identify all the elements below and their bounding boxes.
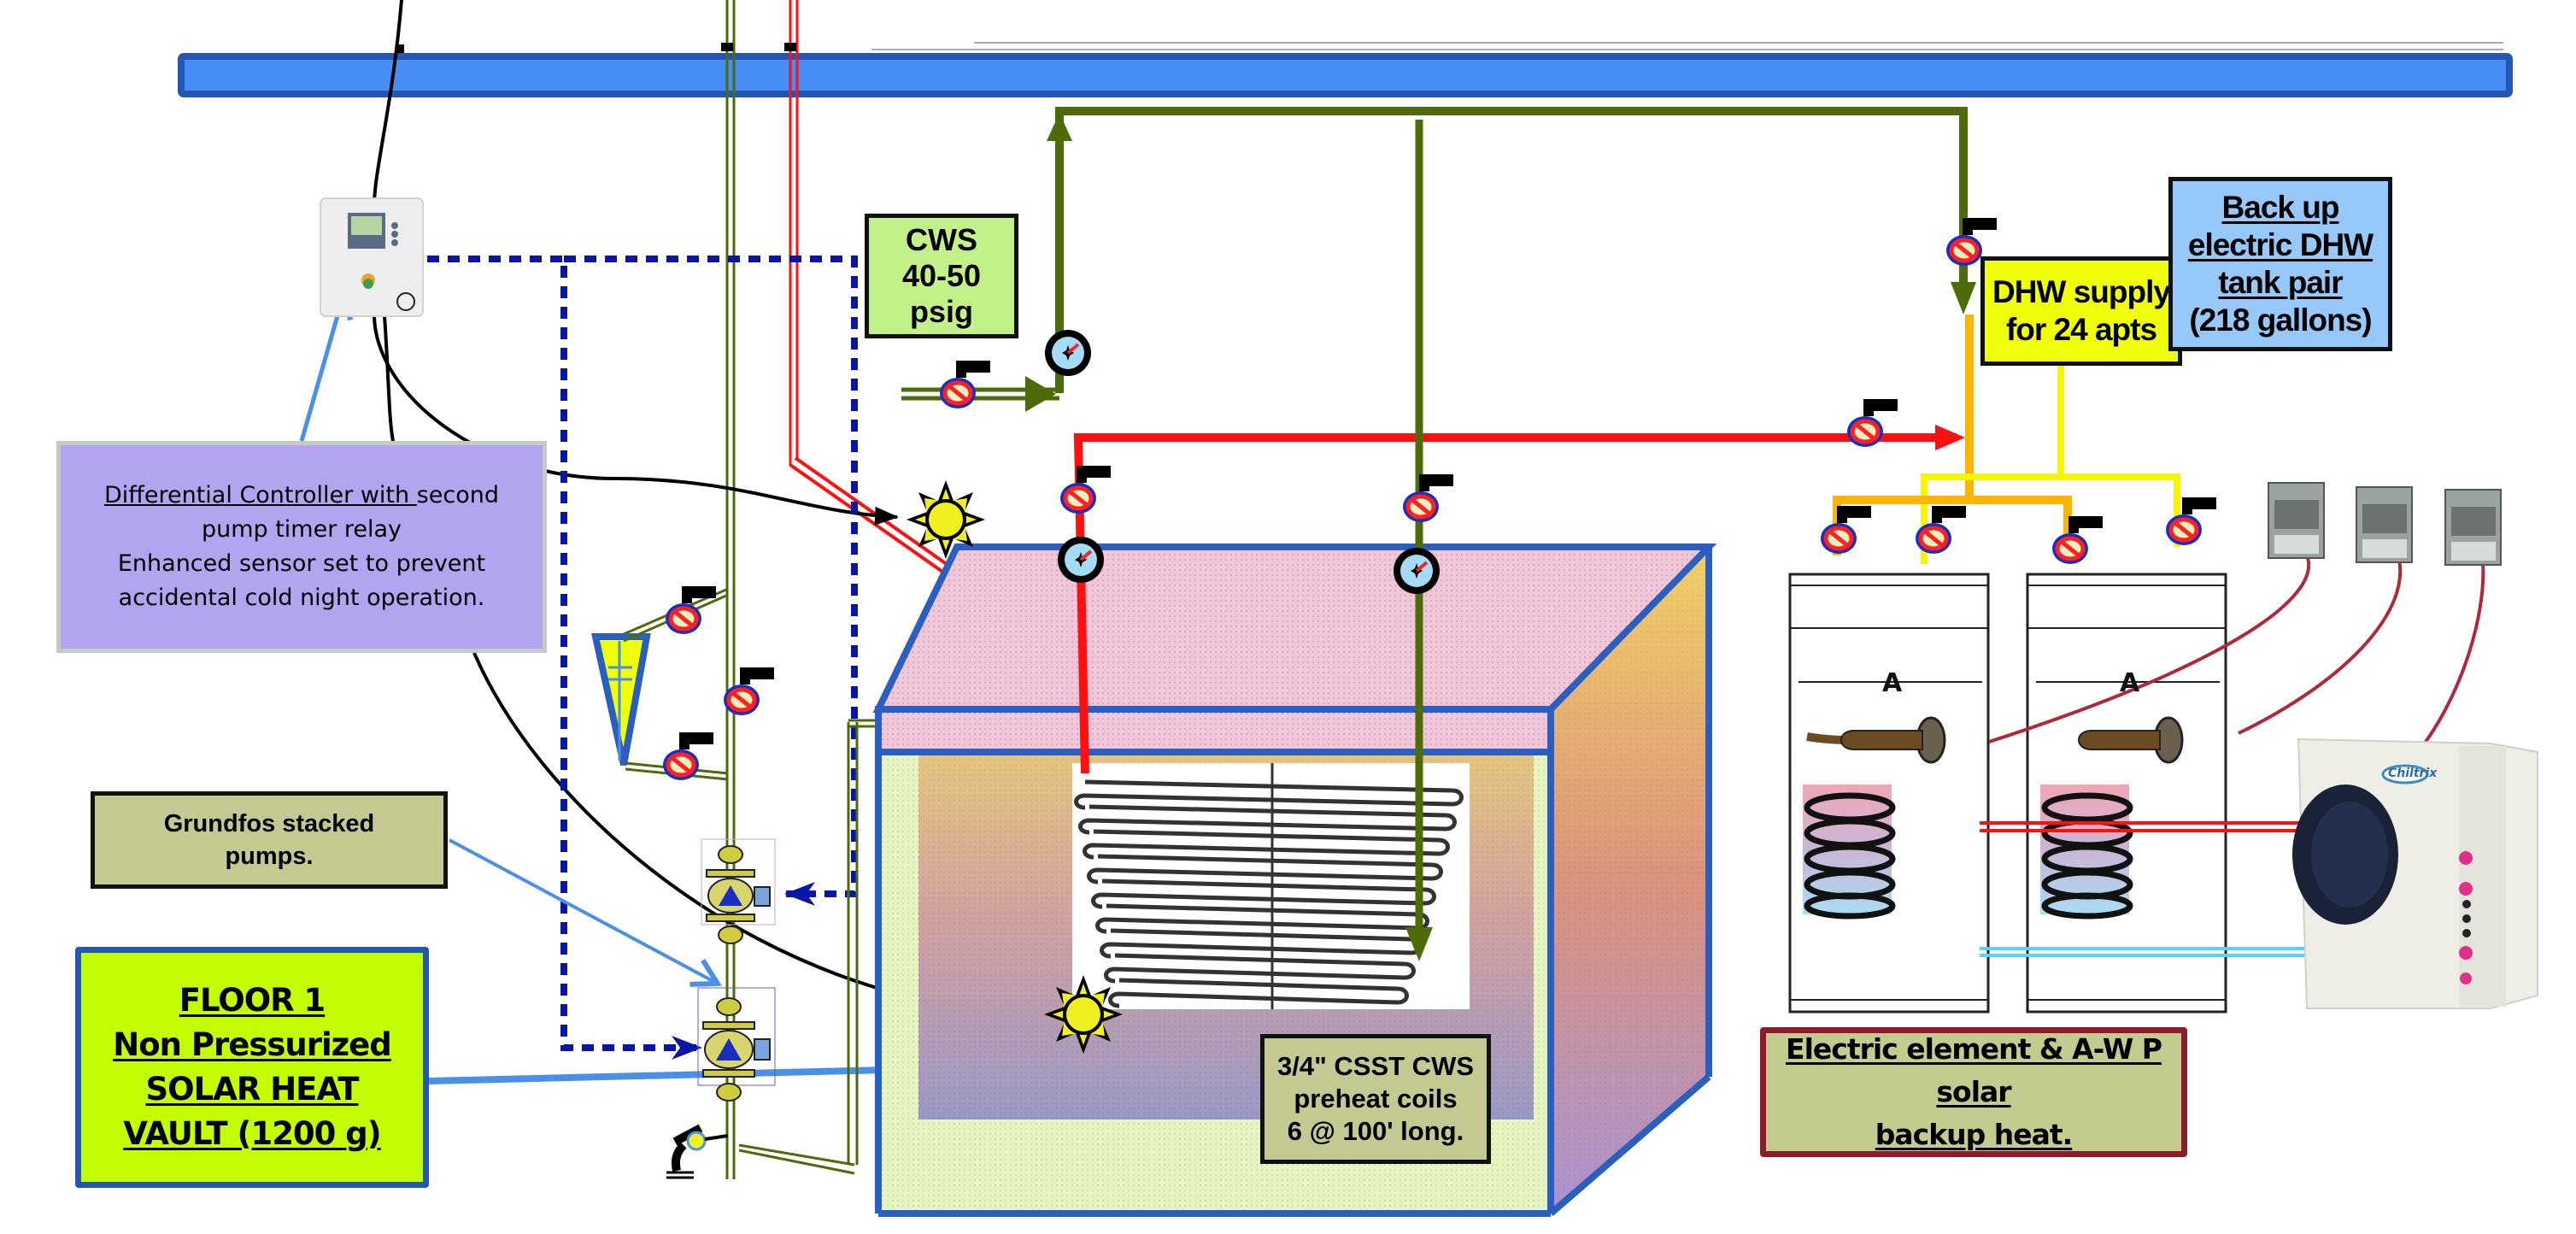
drain-valve-icon [666,1124,729,1179]
coil-loop [1104,953,1416,984]
backup-tank-label: Back up electric DHW tank pair (218 gall… [2168,177,2392,351]
disconnect-switch [2444,489,2502,566]
floor-line: Non Pressurized [113,1026,391,1063]
grundfos-line: Grundfos stacked [163,810,375,837]
heat-pump-brand-label: Chiltrix [2388,767,2438,780]
heat-pump-lines [1980,821,2351,957]
pressure-gauge-icon [1043,328,1093,378]
coil-loop [1078,804,1457,835]
ceiling-slab-bar [178,42,2513,97]
valve-icon[interactable] [1060,466,1111,514]
controller-title-rest: second [416,482,499,508]
tank-dimension-label: A [1882,668,1903,698]
backup-line: electric DHW [2187,227,2374,262]
air-to-water-heat-pump [2292,737,2538,1009]
coil-loop [1074,779,1464,810]
controller-line-2: pump timer relay [201,516,402,543]
valve-icon[interactable] [663,732,713,780]
controller-description-label: Differential Controller with second pump… [56,441,547,653]
coil-loop [1091,878,1436,909]
coil-loop [1083,829,1450,860]
coil-loop [1108,978,1409,1008]
controller-title: Differential Controller with [103,482,417,508]
cws-pressure-label: CWS 40-50 psig [865,214,1018,338]
riser-pipes [721,0,799,1179]
backup-dhw-tank-left [1788,573,1990,1014]
pressure-gauge-icon [1392,546,1441,596]
valve-icon[interactable] [2052,516,2103,564]
backup-heat-label: Electric element & A-W P solar backup he… [1760,1027,2187,1157]
floor-line: FLOOR 1 [179,982,326,1019]
backup-line: Back up [2221,190,2340,225]
floor-line: VAULT (1200 g) [123,1115,381,1152]
controller-line-1: Differential Controller with second [104,479,499,513]
csst-line: 3/4" CSST CWS [1276,1051,1475,1081]
valve-icon[interactable] [2166,497,2216,545]
grundfos-pumps-label: Grundfos stacked pumps. [91,791,448,889]
cws-line: CWS [906,222,977,257]
disconnect-switch [2268,482,2325,559]
valve-icon[interactable] [1403,474,1453,522]
vault-feed-pipes [901,107,1976,961]
backup-heat-line: backup heat. [1875,1118,2073,1151]
backup-heat-line: Electric element & A-W P solar [1786,1032,2162,1108]
floor-vault-label: FLOOR 1 Non Pressurized SOLAR HEAT VAULT… [75,947,429,1188]
valve-icon[interactable] [724,667,774,715]
backup-dhw-tank-right [2026,573,2227,1014]
backup-line: tank pair [2218,265,2343,300]
coil-loop [1087,854,1443,884]
dhw-line: for 24 apts [2005,312,2157,347]
csst-coils-label: 3/4" CSST CWS preheat coils 6 @ 100' lon… [1260,1034,1491,1164]
dhw-line: DHW supply [1992,274,2171,309]
valve-icon[interactable] [940,361,990,408]
pressure-gauge-icon [1056,535,1106,585]
grundfos-pump-lower [697,987,776,1102]
valve-icon[interactable] [666,586,716,634]
controller-line-3: Enhanced sensor set to prevent [117,550,486,577]
csst-preheat-coils [1072,763,1470,1009]
backup-capacity: (218 gallons) [2189,303,2372,338]
dhw-supply-label: DHW supply for 24 apts [1980,256,2182,366]
disconnect-switch [2356,486,2413,563]
csst-line: preheat coils [1294,1084,1458,1114]
grundfos-pump-upper [701,838,776,944]
pump-control-wires [427,256,858,1060]
callout-arrows [299,288,965,1085]
expansion-tank [591,588,729,781]
differential-controller-device [320,197,424,317]
controller-line-4: accidental cold night operation. [118,585,485,611]
grundfos-line: pumps. [225,843,314,870]
floor-line: SOLAR HEAT [145,1071,360,1108]
electric-wires [1988,555,2485,758]
tank-dimension-label: A [2120,668,2140,698]
cws-line: psig [909,294,973,329]
coil-loop [1095,903,1429,934]
csst-line: 6 @ 100' long. [1287,1116,1464,1146]
cws-line: 40-50 [901,258,982,293]
valve-icon[interactable] [1821,506,1871,554]
